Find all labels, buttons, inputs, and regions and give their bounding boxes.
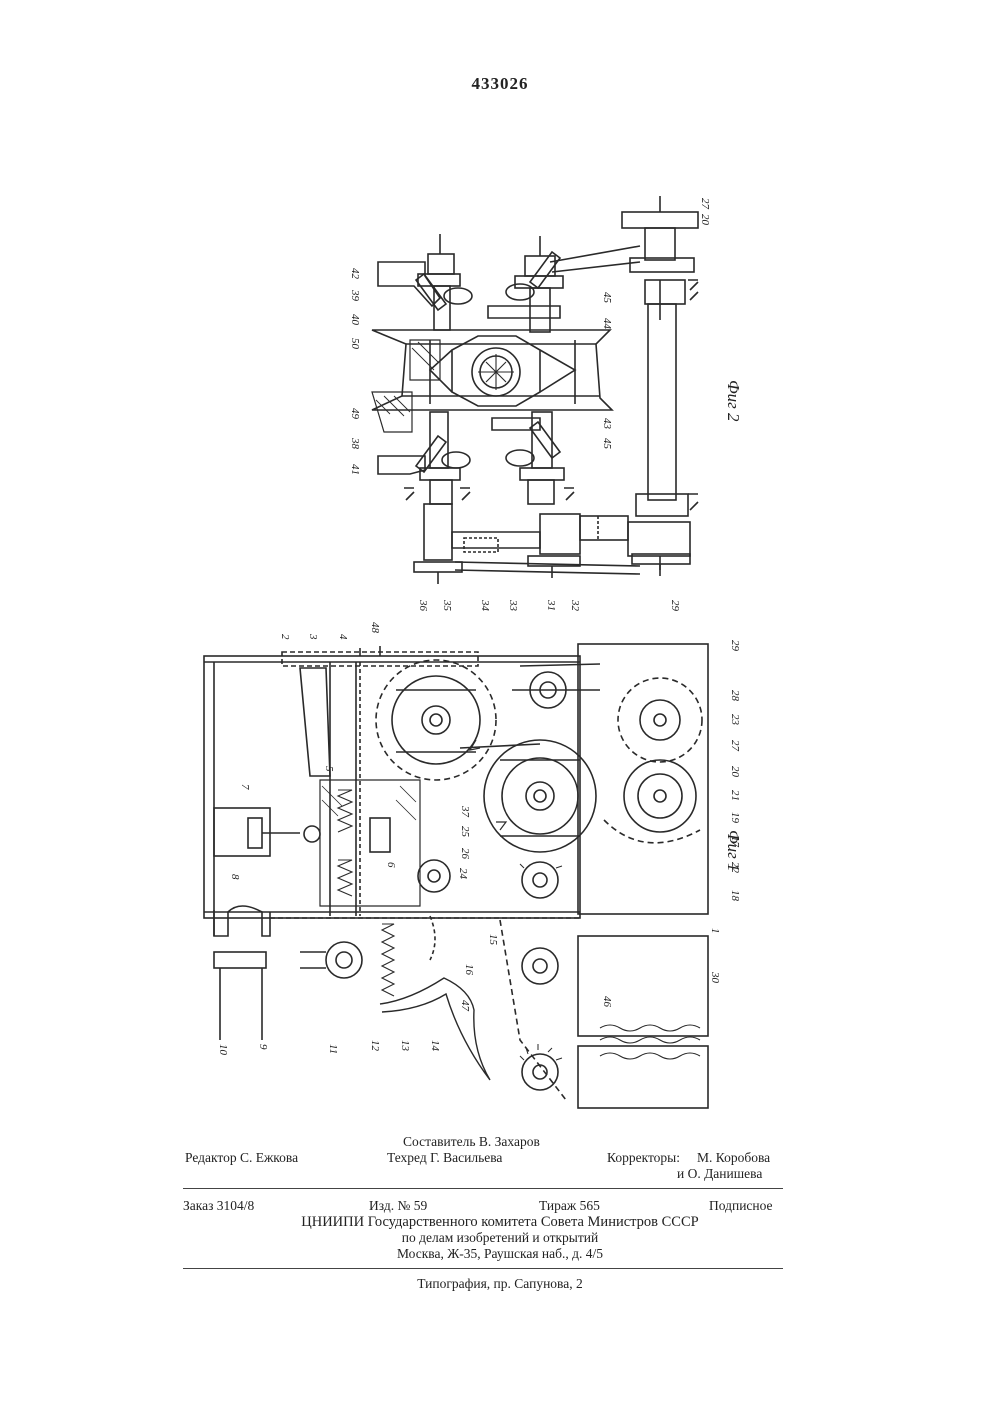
callout: 35 bbox=[441, 599, 453, 612]
callout: 27 bbox=[699, 198, 711, 210]
callout: 31 bbox=[545, 599, 557, 611]
callout: 20 bbox=[699, 214, 711, 226]
callout: 6 bbox=[385, 862, 397, 868]
callout: 37 bbox=[459, 805, 471, 818]
corrector-2: и О. Данишева bbox=[677, 1166, 762, 1182]
callout: 26 bbox=[459, 848, 471, 860]
editor: Редактор С. Ежкова bbox=[185, 1150, 298, 1166]
callout: 5 bbox=[323, 766, 335, 772]
callout: 36 bbox=[417, 599, 429, 612]
callout: 48 bbox=[369, 622, 381, 634]
divider-bottom bbox=[183, 1268, 783, 1269]
fig2-label: Фиг 2 bbox=[724, 380, 743, 422]
callout: 47 bbox=[459, 1000, 471, 1012]
callout: 49 bbox=[349, 408, 361, 420]
callout: 50 bbox=[349, 338, 361, 350]
divider-top bbox=[183, 1188, 783, 1189]
callout: 4 bbox=[337, 634, 349, 640]
callout: 27 bbox=[729, 740, 741, 752]
callout: 34 bbox=[479, 599, 491, 612]
callout: 8 bbox=[229, 874, 241, 880]
callout: 21 bbox=[729, 790, 741, 801]
callout: 15 bbox=[487, 934, 499, 946]
institute: ЦНИИПИ Государственного комитета Совета … bbox=[0, 1214, 1000, 1231]
callout: 13 bbox=[399, 1040, 411, 1052]
correctors-label: Корректоры: bbox=[607, 1150, 680, 1166]
technical-drawing: 42 39 40 50 49 38 41 27 20 45 44 43 45 3… bbox=[0, 0, 1000, 1120]
figure-1 bbox=[204, 644, 708, 1108]
callout: 2 bbox=[279, 634, 291, 640]
fig1-callout-labels: 2 3 4 48 5 7 8 6 9 10 11 12 13 14 47 16 … bbox=[217, 622, 743, 1056]
callout: 29 bbox=[729, 640, 741, 652]
callout: 28 bbox=[729, 690, 741, 702]
fig1-label: Фиг 1 bbox=[724, 830, 743, 872]
callout: 18 bbox=[729, 890, 741, 902]
callout: 11 bbox=[327, 1044, 339, 1054]
publication-info: Заказ 3104/8 Изд. № 59 Тираж 565 Подписн… bbox=[183, 1198, 783, 1214]
callout: 16 bbox=[463, 964, 475, 976]
printing-house: Типография, пр. Сапунова, 2 bbox=[0, 1276, 1000, 1292]
callout: 44 bbox=[601, 318, 613, 330]
callout: 30 bbox=[709, 971, 721, 984]
subscription: Подписное bbox=[709, 1198, 773, 1214]
corrector-1: М. Коробова bbox=[697, 1150, 770, 1166]
callout: 12 bbox=[369, 1040, 381, 1052]
callout: 38 bbox=[349, 437, 361, 450]
callout: 3 bbox=[307, 633, 319, 640]
callout: 41 bbox=[349, 464, 361, 475]
order-number: Заказ 3104/8 bbox=[183, 1198, 254, 1214]
edition-number: Изд. № 59 bbox=[369, 1198, 427, 1214]
callout: 32 bbox=[569, 599, 581, 612]
callout: 39 bbox=[349, 289, 361, 302]
callout: 10 bbox=[217, 1044, 229, 1056]
institute-line2: по делам изобретений и открытий bbox=[0, 1230, 1000, 1246]
callout: 20 bbox=[729, 766, 741, 778]
callout: 24 bbox=[457, 868, 469, 880]
print-run: Тираж 565 bbox=[539, 1198, 600, 1214]
callout: 29 bbox=[669, 600, 681, 612]
imprint-block: Составитель В. Захаров Редактор С. Ежков… bbox=[183, 1134, 783, 1182]
callout: 33 bbox=[507, 599, 519, 612]
callout: 25 bbox=[459, 826, 471, 838]
figure-2 bbox=[372, 196, 698, 584]
compiler: Составитель В. Захаров bbox=[403, 1134, 540, 1150]
callout: 45 bbox=[601, 438, 613, 450]
address: Москва, Ж-35, Раушская наб., д. 4/5 bbox=[0, 1246, 1000, 1262]
callout: 7 bbox=[239, 784, 251, 790]
callout: 1 bbox=[709, 928, 721, 934]
callout: 40 bbox=[349, 314, 361, 326]
tech-editor: Техред Г. Васильева bbox=[387, 1150, 502, 1166]
callout: 9 bbox=[257, 1044, 269, 1050]
callout: 43 bbox=[601, 418, 613, 430]
callout: 45 bbox=[601, 292, 613, 304]
callout: 23 bbox=[729, 714, 741, 726]
callout: 46 bbox=[601, 996, 613, 1008]
callout: 19 bbox=[729, 812, 741, 824]
callout: 14 bbox=[429, 1040, 441, 1052]
callout: 42 bbox=[349, 268, 361, 280]
